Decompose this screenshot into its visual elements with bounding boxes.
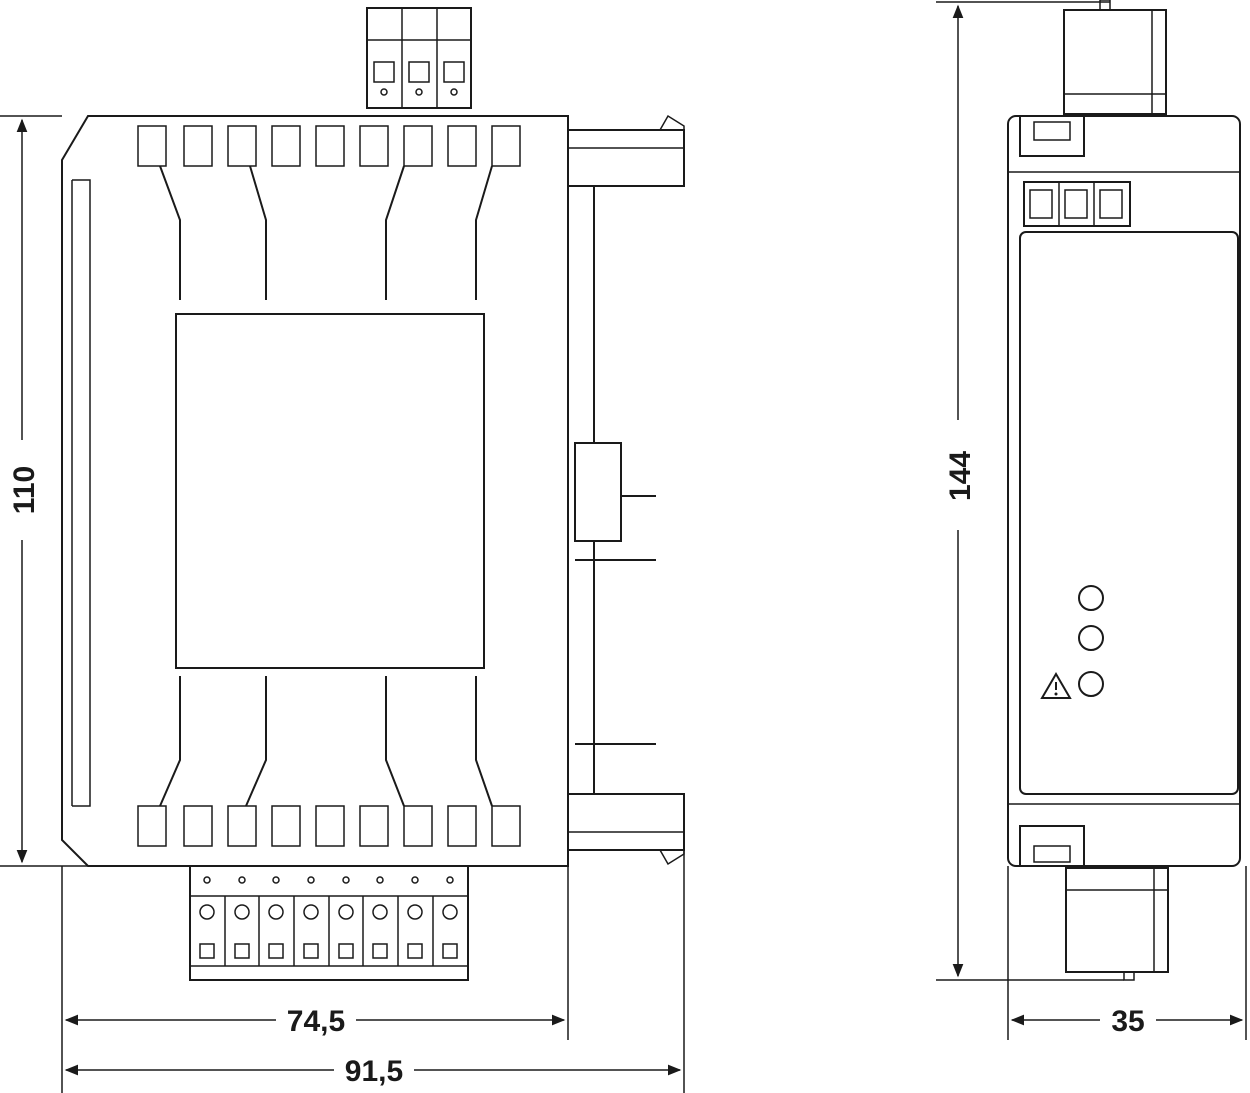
side-view: 144 35: [936, 0, 1247, 1040]
bottom-connector: [189, 865, 469, 981]
bottom-fins: [137, 676, 521, 847]
side-front-panel: [1019, 231, 1239, 795]
dimension-label-110: 110: [8, 466, 41, 514]
warning-triangle-icon: [1040, 672, 1072, 699]
top-fins: [137, 125, 521, 300]
led-indicator-icon: [1078, 585, 1104, 611]
front-view: 110 74,5 91,5: [0, 7, 685, 1093]
top-connector: [366, 7, 472, 109]
label-panel: [175, 313, 485, 669]
status-leds: [1040, 585, 1104, 699]
dimension-label-144: 144: [944, 451, 977, 501]
dimension-height-front: 110: [0, 115, 88, 867]
led-indicator-icon: [1078, 625, 1104, 651]
side-top-connector: [1063, 0, 1167, 115]
side-terminal-block: [1023, 181, 1131, 227]
dimension-label-74-5: 74,5: [287, 1005, 345, 1038]
side-bottom-connector: [1065, 867, 1169, 981]
dimension-width-body: 74,5: [61, 866, 569, 1093]
dimension-label-35: 35: [1111, 1005, 1144, 1038]
dimension-width-total: 91,5: [64, 850, 685, 1093]
din-rail-clip: [567, 114, 685, 866]
led-indicator-icon: [1078, 671, 1104, 697]
dimension-height-side: 144: [936, 1, 1124, 981]
dimension-depth-side: 35: [1007, 866, 1247, 1040]
dimension-label-91-5: 91,5: [345, 1055, 403, 1088]
